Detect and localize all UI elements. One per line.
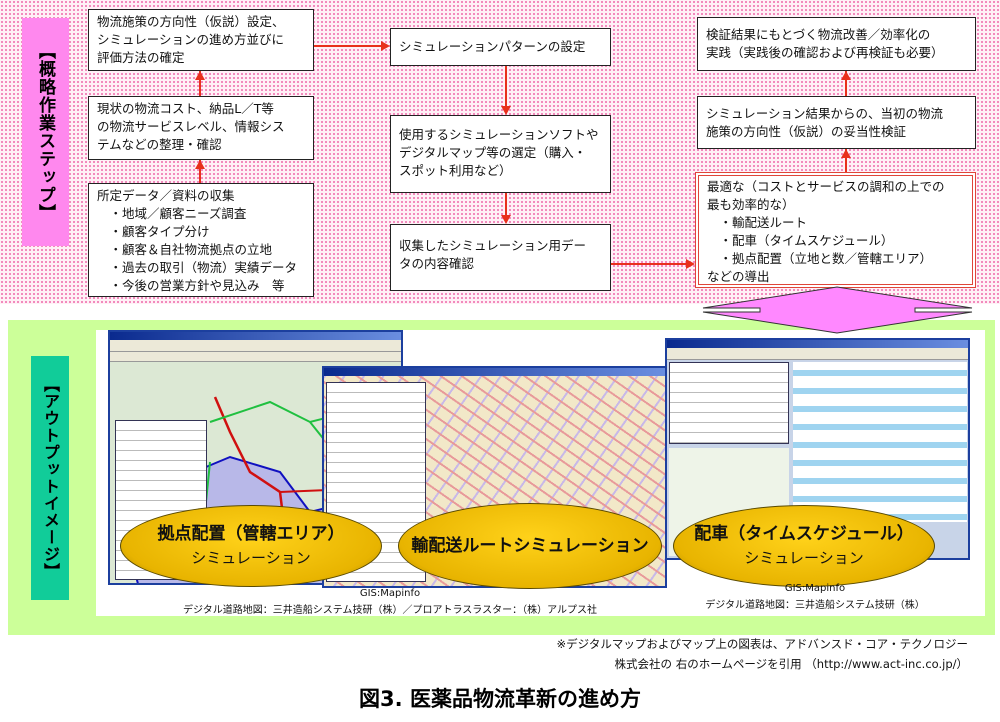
step-current-status-review: 現状の物流コスト、納品L／T等 の物流サービスレベル、情報シス テムなどの整理・… <box>88 96 314 160</box>
steps-label: 【概略作業ステップ】 <box>22 18 69 246</box>
step-software-selection: 使用するシミュレーションソフトや デジタルマップ等の選定（購入・ スポット利用な… <box>390 115 611 193</box>
step-improvement-practice: 検証結果にもとづく物流改善／効率化の 実践（実践後の確認および再検証も必要） <box>697 17 976 71</box>
hub-simulation-ellipse: 拠点配置（管轄エリア）シミュレーション <box>120 505 382 587</box>
step-data-check: 収集したシミュレーション用デー タの内容確認 <box>390 224 611 291</box>
double-arrow-icon <box>702 286 973 334</box>
arrow-a-to-d <box>314 45 382 47</box>
step-data-collection: 所定データ／資料の収集 ・地域／顧客ニーズ調査 ・顧客タイプ分け ・顧客＆自社物… <box>88 183 314 297</box>
figure-title: 図3. 医薬品物流革新の進め方 <box>359 687 641 711</box>
dispatch-simulation-ellipse: 配車（タイムスケジュール）シミュレーション <box>673 505 935 587</box>
step-hypothesis-validation: シミュレーション結果からの、当初の物流 施策の方向性（仮説）の妥当性検証 <box>697 96 976 149</box>
arrow-d-to-e <box>505 66 507 108</box>
arrow-i-to-h <box>845 149 847 172</box>
arrow-c-to-b <box>199 160 201 183</box>
arrow-f-to-i <box>611 263 687 265</box>
step-pattern-setting: シミュレーションパターンの設定 <box>390 28 611 66</box>
arrow-h-to-g <box>845 71 847 96</box>
route-simulation-ellipse: 輸配送ルートシミュレーション <box>398 503 662 589</box>
credit-map-left: デジタル道路地図：三井造船システム技研（株）／プロアトラスラスター：（株）アルプ… <box>183 605 597 616</box>
credit-gis-left: GIS:Mapinfo <box>359 588 421 599</box>
output-label: 【アウトプットイメージ】 <box>31 356 69 600</box>
arrow-b-to-a <box>199 71 201 96</box>
source-note-1: ※デジタルマップおよびマップ上の図表は、アドバンスド・コア・テクノロジー <box>556 637 968 651</box>
credit-gis-right: GIS:Mapinfo <box>784 583 846 594</box>
step-direction-setting: 物流施策の方向性（仮説）設定、 シミュレーションの進め方並びに 評価方法の確定 <box>88 9 314 71</box>
source-note-2: 株式会社の 右のホームページを引用 （http://www.act-inc.co… <box>614 657 968 671</box>
step-optimal-derivation: 最適な（コストとサービスの調和の上での 最も効率的な） ・輸配送ルート ・配車（… <box>695 172 976 288</box>
credit-map-right: デジタル道路地図：三井造船システム技研（株） <box>705 600 925 611</box>
arrow-e-to-f <box>505 193 507 217</box>
